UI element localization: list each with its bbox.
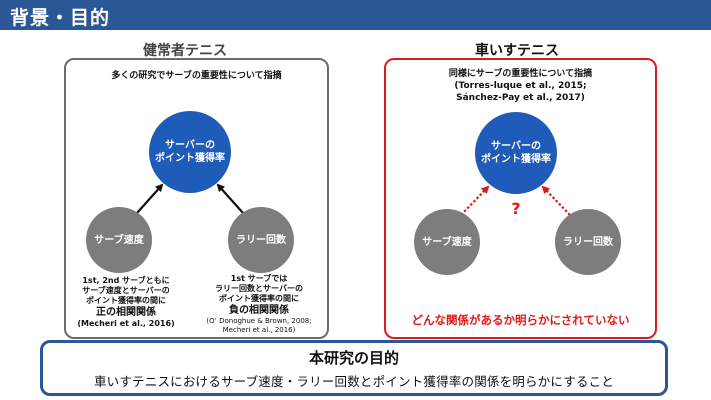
right-citation-1: (Torres-luque et al., 2015; (454, 81, 587, 91)
rally-note: 1st サーブでは ラリー回数とサーバーの ポイント獲得率の間に 負の相関関係 … (192, 274, 326, 335)
purpose-box: 本研究の目的 車いすテニスにおけるサーブ速度・ラリー回数とポイント獲得率の関係を… (40, 340, 668, 396)
slide-title: 背景・目的 (10, 7, 111, 29)
rally-note-citation-1: (O’ Donoghue & Brown, 2008; (206, 317, 312, 325)
right-caption-text: 同様にサーブの重要性について指摘 (448, 69, 593, 79)
left-heading: 健常者テニス (143, 43, 227, 59)
serve-note-line1: 1st, 2nd サーブともに (82, 276, 170, 285)
unknown-relation-statement: どんな関係があるか明らかにされていない (411, 313, 630, 327)
right-serve-speed-circle: サーブ速度 (414, 209, 480, 275)
left-caption: 多くの研究でサーブの重要性について指摘 (111, 71, 282, 81)
right-target-line1: サーバーの (491, 141, 541, 152)
right-point-rate-circle: サーバーの ポイント獲得率 (475, 112, 557, 194)
left-serve-speed-circle: サーブ速度 (86, 207, 152, 273)
serve-note-line3: ポイント獲得率の間に (86, 296, 166, 305)
right-panel (384, 58, 657, 339)
serve-note-citation: (Mecheri et al., 2016) (77, 319, 175, 328)
left-rally-label: ラリー回数 (236, 234, 286, 246)
question-mark: ? (511, 199, 521, 218)
rally-note-line3: ポイント獲得率の間に (219, 294, 299, 303)
left-panel (64, 58, 329, 339)
left-rally-count-circle: ラリー回数 (228, 207, 294, 273)
rally-note-line1: 1st サーブでは (230, 274, 288, 283)
right-citation-2: Sánchez-Pay et al., 2017) (456, 93, 585, 103)
rally-note-citation-2: Mecheri et al., 2016) (222, 326, 296, 334)
purpose-body: 車いすテニスにおけるサーブ速度・ラリー回数とポイント獲得率の関係を明らかにするこ… (93, 374, 615, 389)
right-rally-label: ラリー回数 (563, 236, 613, 248)
right-rally-count-circle: ラリー回数 (555, 209, 621, 275)
right-caption: 同様にサーブの重要性について指摘 (Torres-luque et al., 2… (386, 68, 655, 104)
serve-note-line2: サーブ速度とサーバーの (82, 286, 170, 295)
right-target-line2: ポイント獲得率 (481, 154, 551, 165)
right-serve-label: サーブ速度 (422, 236, 472, 248)
serve-note-relation: 正の相関関係 (96, 307, 156, 318)
left-point-rate-circle: サーバーの ポイント獲得率 (149, 111, 231, 193)
serve-note: 1st, 2nd サーブともに サーブ速度とサーバーの ポイント獲得率の間に 正… (66, 276, 186, 329)
title-bar: 背景・目的 (0, 0, 711, 30)
right-heading: 車いすテニス (475, 43, 559, 59)
left-target-line2: ポイント獲得率 (155, 153, 225, 164)
rally-note-relation: 負の相関関係 (229, 305, 289, 316)
purpose-title: 本研究の目的 (308, 349, 399, 367)
rally-note-line2: ラリー回数とサーバーの (215, 284, 303, 293)
left-target-line1: サーバーの (165, 140, 215, 151)
left-serve-label: サーブ速度 (94, 234, 144, 246)
